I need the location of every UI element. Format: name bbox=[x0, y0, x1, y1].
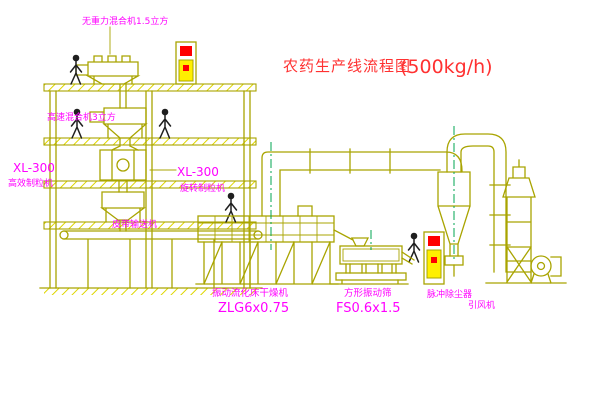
fan-hub bbox=[536, 261, 546, 271]
building-structure bbox=[39, 83, 263, 295]
granulator bbox=[99, 149, 177, 193]
ground-hatch bbox=[44, 288, 258, 295]
cabinet-red-label bbox=[428, 236, 440, 246]
diagram-title-capacity: (500kg/h) bbox=[400, 56, 493, 78]
feeder-unit bbox=[100, 191, 146, 232]
fan-motor-and-base bbox=[485, 256, 567, 284]
building-columns bbox=[49, 90, 251, 289]
person-figure bbox=[158, 107, 172, 139]
person-figure bbox=[224, 191, 238, 223]
cabinet-red-button bbox=[431, 257, 437, 263]
centerline-marks bbox=[270, 126, 455, 262]
dust-collector-tower bbox=[502, 159, 536, 283]
vibrating-sieve bbox=[329, 229, 415, 285]
fluid-bed-dryer bbox=[195, 205, 339, 285]
dryer-panels bbox=[197, 215, 335, 243]
sieve-base bbox=[329, 279, 409, 285]
label-fluid-bed-dryer-model: ZLG6x0.75 bbox=[218, 301, 289, 316]
label-left-granulator-model: XL-300 bbox=[13, 161, 55, 175]
tower-outline bbox=[502, 159, 536, 283]
high-speed-mixer bbox=[89, 107, 148, 151]
sieve-base-frame bbox=[335, 272, 407, 281]
floor-slab-roof bbox=[43, 83, 257, 92]
label-top-mixer: 无重力混合机1.5立方 bbox=[82, 15, 168, 27]
duct-outline bbox=[261, 148, 463, 217]
cabinet-body bbox=[423, 231, 445, 285]
control-cabinet-top bbox=[175, 41, 197, 85]
label-belt-conveyor: 皮带输送机 bbox=[112, 218, 157, 230]
belt-lines bbox=[63, 230, 259, 289]
control-cabinet-lower bbox=[423, 231, 445, 285]
label-center-granulator-model: XL-300 bbox=[177, 165, 219, 179]
cabinet-body bbox=[175, 41, 197, 85]
rotary-valve bbox=[444, 255, 464, 266]
diagram-title: 农药生产线流程图 bbox=[283, 57, 411, 75]
sieve-deck bbox=[339, 245, 403, 265]
fan-casing bbox=[530, 255, 552, 277]
belt-pulley-left bbox=[59, 230, 69, 240]
dryer-legs bbox=[195, 205, 339, 285]
mixer2-outline bbox=[89, 107, 148, 151]
induced-draft-fan bbox=[485, 255, 567, 284]
granulator-frame bbox=[99, 149, 147, 193]
sieve-deck-inner bbox=[342, 248, 400, 262]
label-dust-collector: 脉冲除尘器 bbox=[427, 288, 472, 300]
label-fluid-bed-dryer: 振动流化床干燥机 bbox=[212, 287, 289, 299]
centerlines bbox=[270, 126, 455, 262]
cabinet-red-button bbox=[183, 65, 189, 71]
granulator-drum bbox=[116, 158, 130, 172]
cabinet-red-label bbox=[180, 46, 192, 56]
mixer-outline bbox=[75, 55, 141, 109]
label-vibrating-sieve: 方形振动筛 bbox=[344, 287, 392, 299]
sieve-details bbox=[333, 229, 415, 274]
label-left-granulator-name: 高效制粒机 bbox=[8, 177, 53, 189]
cabinet-panel bbox=[426, 249, 442, 279]
gravity-free-mixer bbox=[75, 26, 141, 109]
label-induced-draft-fan: 引风机 bbox=[468, 299, 495, 311]
feeder-outline bbox=[100, 191, 146, 232]
label-center-granulator-name: 旋转制粒机 bbox=[180, 182, 225, 194]
cyclone-outlet-duct bbox=[446, 133, 532, 273]
floor-slab-2 bbox=[43, 137, 257, 146]
label-vibrating-sieve-model: FS0.6x1.5 bbox=[336, 301, 401, 316]
belt-conveyor bbox=[59, 230, 263, 289]
label-high-speed-mixer: 高速混合机3立方 bbox=[47, 111, 116, 123]
outlet-duct-outline bbox=[446, 133, 532, 273]
floor-slab-3 bbox=[43, 180, 257, 189]
person-figure bbox=[69, 53, 83, 85]
floor-slab-4 bbox=[43, 221, 257, 230]
main-exhaust-duct bbox=[261, 148, 463, 217]
